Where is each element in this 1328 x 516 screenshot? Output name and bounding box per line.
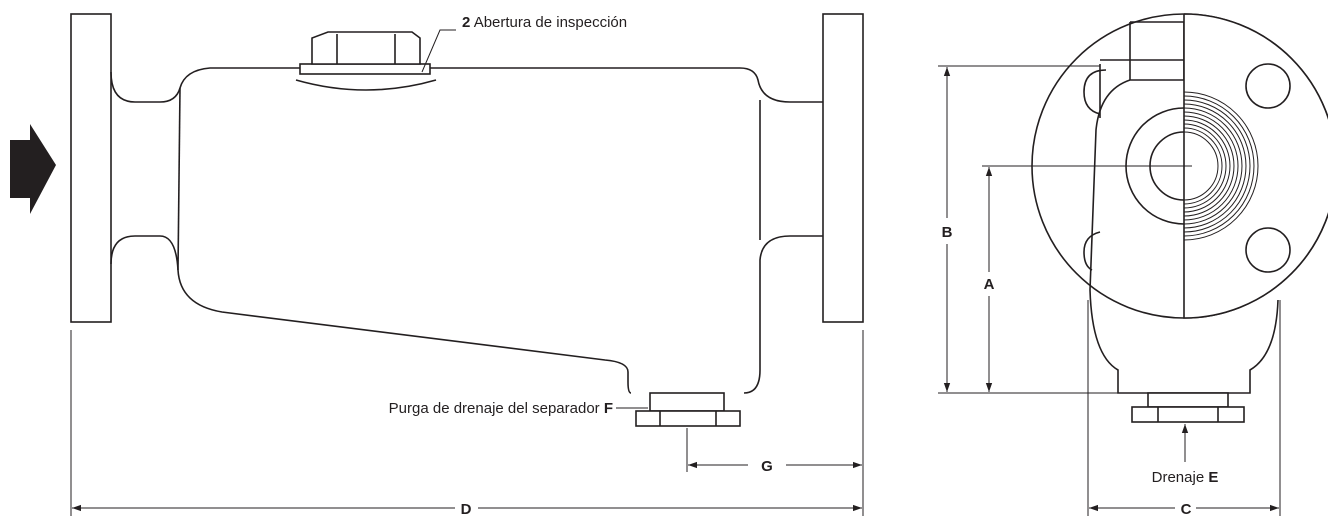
inspection-label: 2 Abertura de inspección (462, 14, 627, 31)
dimension-a-label: A (984, 276, 995, 293)
section-cut-outline (1183, 13, 1328, 319)
dimension-d-label: D (461, 501, 472, 516)
section-hatching (1184, 91, 1259, 241)
drain-label: Drenaje E (1152, 469, 1219, 486)
dimension-c-label: C (1181, 501, 1192, 516)
section-cut-mask (1184, 14, 1328, 318)
blowdown-label: Purga de drenaje del separador F (389, 400, 613, 417)
drain-fitting (1131, 392, 1245, 423)
outlet-flange (822, 13, 864, 323)
inspection-plug (295, 31, 437, 91)
end-view: Drenaje E B A C (938, 13, 1328, 516)
end-body-inner (1099, 60, 1131, 118)
side-view: 2 Abertura de inspección Purga de drenaj… (10, 13, 864, 516)
inspection-leader-line (421, 29, 456, 73)
body-left-edge (177, 87, 181, 271)
end-body-outline (1089, 79, 1279, 394)
bolt-hole-partial (1083, 69, 1107, 115)
separator-body (110, 67, 823, 394)
inlet-flange (70, 13, 112, 323)
section-bolt-hole (1245, 227, 1291, 273)
section-bolt-hole (1245, 63, 1291, 109)
center-crosshair (1176, 158, 1192, 174)
dimension-b-label: B (942, 224, 953, 241)
blowdown-fitting (635, 392, 741, 427)
end-body-top (1100, 21, 1185, 80)
dimension-g-label: G (761, 458, 773, 475)
flow-direction-arrow (10, 124, 56, 214)
